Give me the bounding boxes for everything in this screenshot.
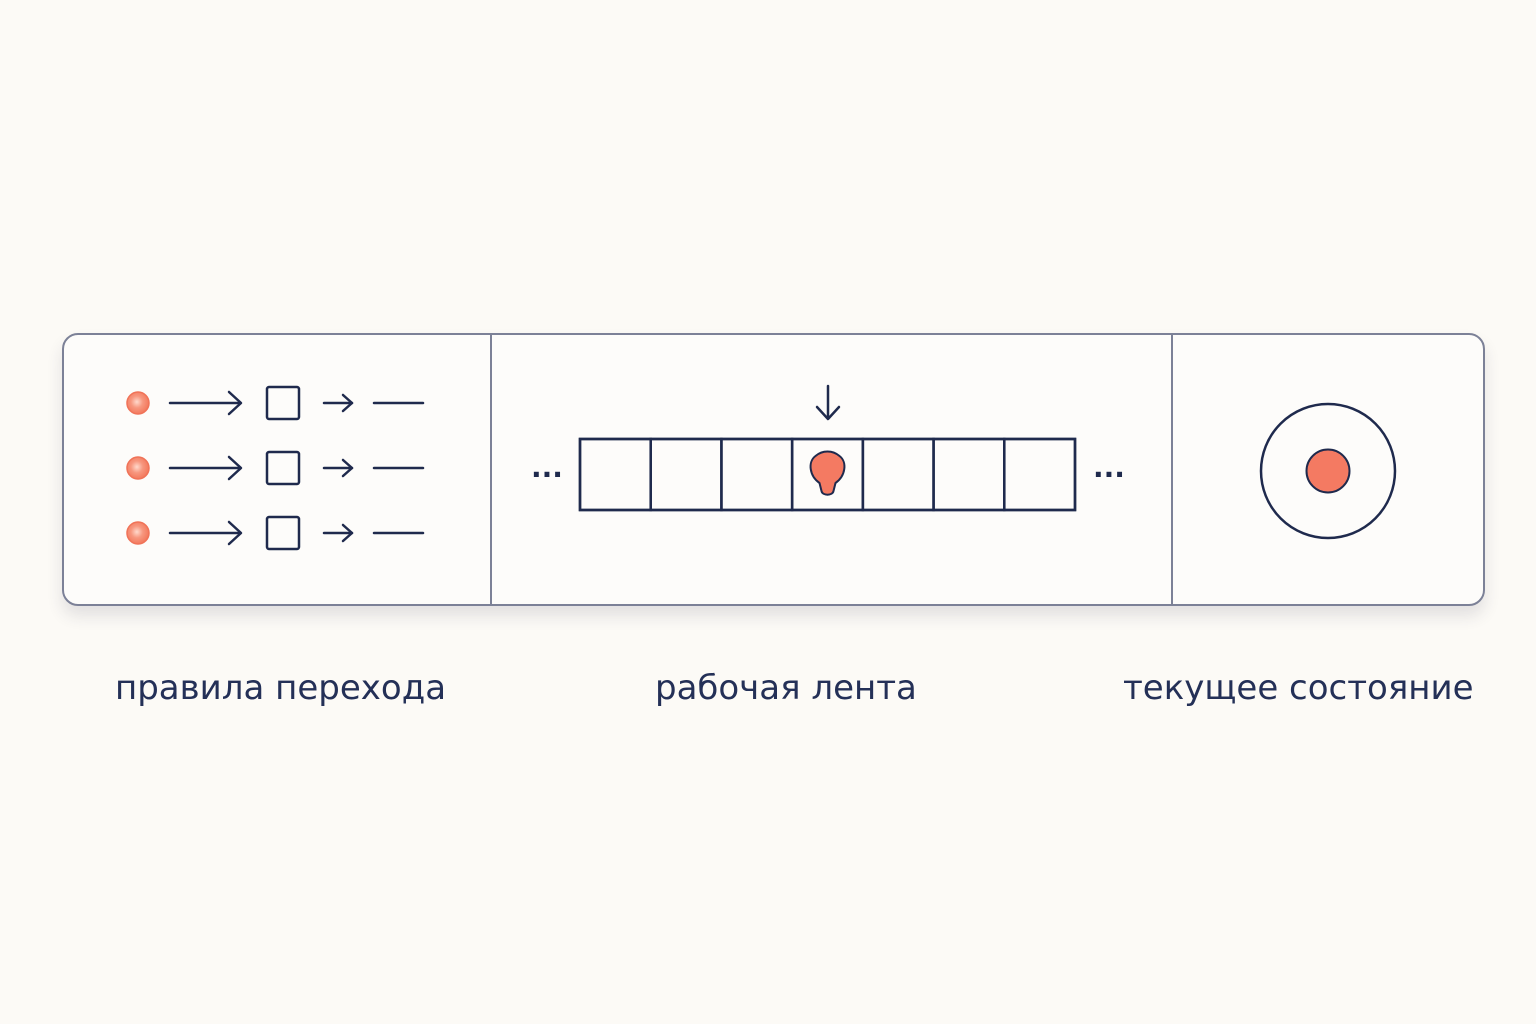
- tape-cell: [861, 437, 935, 512]
- divider-rules-tape: [490, 335, 492, 604]
- transition-rules: [126, 385, 425, 551]
- rules-caption: правила перехода: [115, 668, 447, 708]
- tape-cell: [649, 437, 723, 512]
- short-arrow-icon: [322, 393, 354, 413]
- tape-left-ellipsis: ···: [531, 458, 563, 491]
- symbol-box-icon: [265, 515, 301, 551]
- state-dot-icon: [126, 391, 150, 415]
- short-arrow-icon: [322, 458, 354, 478]
- tape-cell: [1003, 437, 1077, 512]
- long-arrow-icon: [168, 390, 243, 416]
- tape-cell: [932, 437, 1006, 512]
- long-arrow-icon: [168, 520, 243, 546]
- tape-cell: [578, 437, 652, 512]
- tape-head-icon: [809, 450, 846, 496]
- tape-caption: рабочая лента: [655, 668, 917, 708]
- rule-row: [126, 385, 425, 421]
- working-tape: ··· ···: [531, 384, 1125, 512]
- long-arrow-icon: [168, 455, 243, 481]
- tape-cell: [720, 437, 794, 512]
- state-dot-icon: [1305, 448, 1351, 494]
- state-outer-ring: [1259, 402, 1397, 540]
- symbol-box-icon: [265, 385, 301, 421]
- head-arrow-icon: [815, 384, 841, 421]
- short-arrow-icon: [322, 523, 354, 543]
- state-caption: текущее состояние: [1123, 668, 1474, 708]
- rule-row: [126, 515, 425, 551]
- symbol-box-icon: [265, 450, 301, 486]
- divider-tape-state: [1171, 335, 1173, 604]
- current-state-indicator: [1259, 402, 1397, 540]
- state-dot-icon: [126, 521, 150, 545]
- rule-row: [126, 450, 425, 486]
- state-dot-icon: [126, 456, 150, 480]
- tape-right-ellipsis: ···: [1093, 458, 1125, 491]
